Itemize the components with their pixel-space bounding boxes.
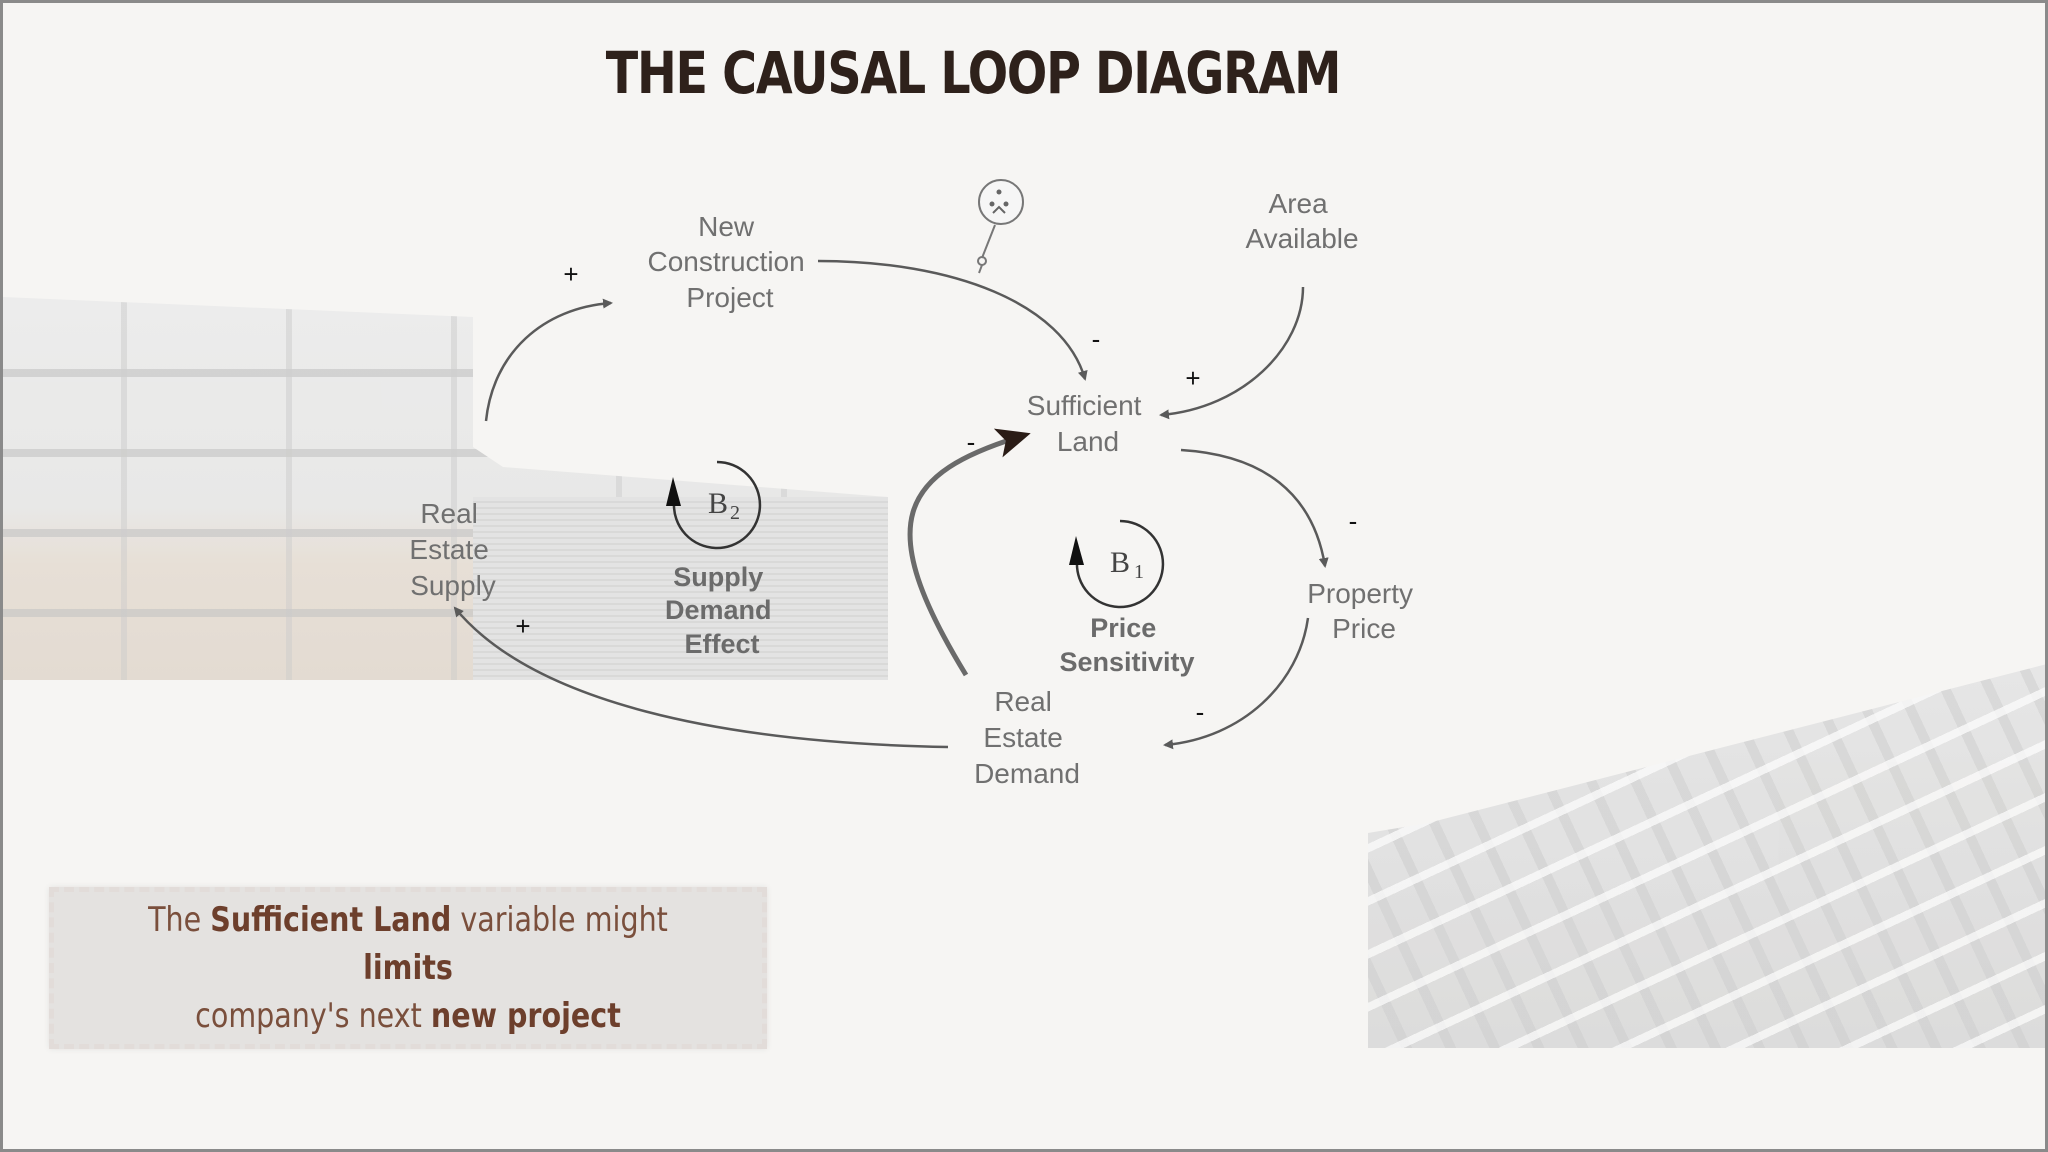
loop-b2-sub: 2 (730, 502, 740, 524)
note-part3: company's next (195, 996, 431, 1036)
node-area-available: Area Available (1245, 188, 1358, 254)
loop-b2: B 2 Supply Demand Effect (665, 460, 779, 659)
loop-b1: B 1 Price Sensitivity (1059, 519, 1195, 677)
sign-land-to-price: - (1349, 506, 1358, 536)
node-property-price: Property Price (1307, 578, 1421, 644)
loop-arrow-icon (1075, 519, 1165, 609)
sign-supply-to-construction: + (563, 259, 578, 289)
link-supply-to-construction (484, 298, 613, 422)
note-highlight-limits: limits (363, 948, 453, 988)
loop-arrow-icon (672, 460, 762, 550)
links (453, 259, 1329, 750)
sign-demand-to-land: - (967, 427, 976, 457)
link-price-to-demand (1163, 617, 1310, 750)
node-real-estate-supply: Real Estate Supply (409, 498, 496, 601)
link-land-to-price (1180, 448, 1329, 568)
sign-area-to-land: + (1185, 363, 1200, 393)
loop-b1-name: Price Sensitivity (1059, 613, 1194, 677)
link-construction-to-land (817, 259, 1088, 381)
loop-b2-letter: B (708, 487, 728, 520)
sign-demand-to-supply: + (515, 611, 530, 641)
page-title: THE CAUSAL LOOP DIAGRAM (605, 39, 1342, 107)
link-area-to-land (1159, 286, 1305, 420)
delay-marker-icon (977, 179, 1024, 274)
loop-b1-sub: 1 (1134, 561, 1144, 583)
note-highlight-sufficient-land: Sufficient Land (210, 900, 452, 940)
note-highlight-new-project: new project (430, 996, 621, 1036)
node-sufficient-land: Sufficient Land (1027, 390, 1149, 457)
note-text: The Sufficient Land variable might limit… (111, 896, 706, 1040)
node-new-construction-project: New Construction Project (648, 211, 813, 313)
node-real-estate-demand: Real Estate Demand (974, 686, 1080, 789)
sign-price-to-demand: - (1196, 697, 1205, 727)
note-box: The Sufficient Land variable might limit… (49, 887, 767, 1049)
loop-b1-letter: B (1110, 546, 1130, 579)
sign-construction-to-land: - (1092, 324, 1101, 354)
link-demand-to-supply (453, 606, 949, 749)
causal-loop-diagram: New Construction Project Area Available … (409, 179, 1421, 789)
note-part2: variable might (451, 900, 668, 940)
link-demand-to-land (907, 428, 1031, 677)
note-part1: The (148, 900, 211, 940)
loop-b2-name: Supply Demand Effect (665, 562, 779, 659)
